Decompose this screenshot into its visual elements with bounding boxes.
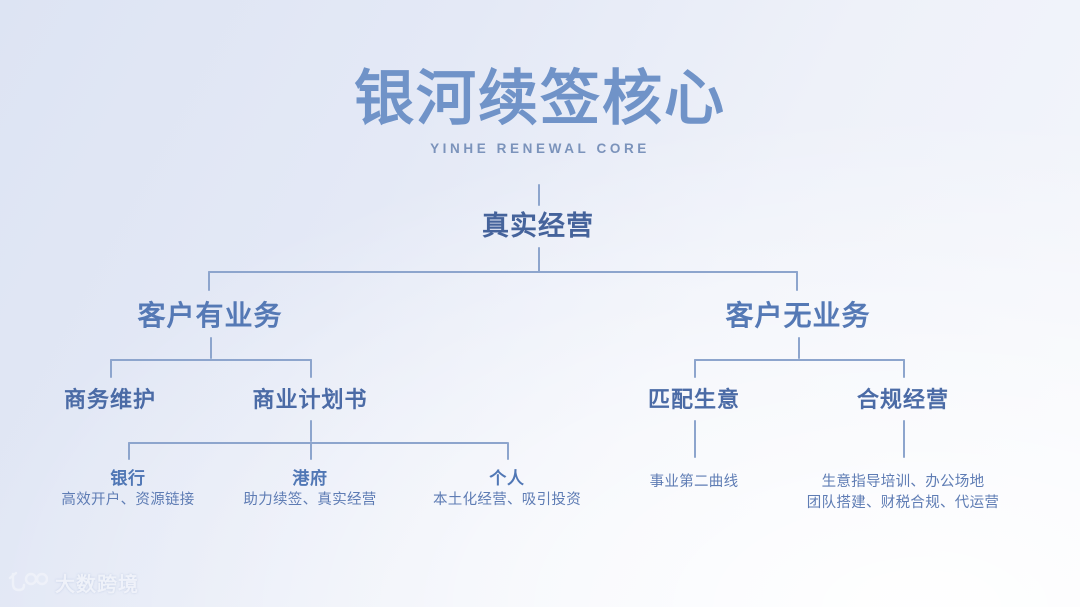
leaf-second-curve[interactable]: 事业第二曲线 [650,472,739,493]
leaf-government-desc: 助力续签、真实经营 [243,492,377,508]
page-title: 银河续签核心 [354,65,726,132]
connector-root-down [538,247,540,272]
leaf-compliance-services[interactable]: 生意指导培训、办公场地 团队搭建、财税合规、代运营 [807,472,999,514]
connector-match-down [694,420,696,458]
connector-leaf-bank-drop [128,442,130,460]
node-match-business-label: 匹配生意 [647,387,741,412]
connector-left-branch-bar [110,359,312,361]
node-business-plan[interactable]: 商业计划书 [252,386,367,413]
connector-left-child2-drop [310,359,312,378]
connector-right-branch-down [798,337,800,359]
node-compliant-operation[interactable]: 合规经营 [857,386,949,413]
watermark: 大数跨境 [8,570,139,599]
leaf-individual-title: 个人 [489,469,525,488]
node-match-business[interactable]: 匹配生意 [648,386,740,413]
leaf-government-title: 港府 [292,469,328,488]
connector-title-to-root [538,184,540,206]
connector-right-branch-bar [694,359,905,361]
leaf-individual-desc: 本土化经营、吸引投资 [433,492,581,508]
node-root-label: 真实经营 [482,211,594,241]
connector-leaf-bar [128,442,508,444]
connector-bizplan-down [310,420,312,442]
leaf-compliance-services-desc-line1: 生意指导培训、办公场地 [821,474,985,490]
leaf-individual[interactable]: 个人 本土化经营、吸引投资 [433,468,581,511]
logo-100-icon [8,570,49,599]
node-business-maintenance-label: 商务维护 [63,387,157,412]
node-branch-no-business[interactable]: 客户无业务 [725,299,870,333]
leaf-bank-title: 银行 [110,469,146,488]
node-branch-no-business-label: 客户无业务 [725,300,871,331]
connector-level1-right-drop [796,271,798,291]
connector-level1-bar [208,271,798,273]
page-subtitle: YINHE RENEWAL CORE [430,141,650,156]
connector-left-child1-drop [110,359,112,378]
leaf-second-curve-desc: 事业第二曲线 [649,474,739,490]
node-root[interactable]: 真实经营 [482,210,594,242]
node-business-maintenance[interactable]: 商务维护 [64,386,156,413]
node-branch-has-business[interactable]: 客户有业务 [137,299,282,333]
connector-right-child2-drop [903,359,905,378]
leaf-bank-desc: 高效开户、资源链接 [61,492,195,508]
connector-right-child1-drop [694,359,696,378]
connector-left-branch-down [210,337,212,359]
connector-leaf-person-drop [507,442,509,460]
connector-leaf-gov-drop [310,442,312,460]
connector-compliance-down [903,420,905,458]
connector-level1-left-drop [208,271,210,291]
watermark-brand: 大数跨境 [55,573,139,596]
diagram-header: 银河续签核心 YINHE RENEWAL CORE [0,66,1080,157]
leaf-government[interactable]: 港府 助力续签、真实经营 [243,468,376,511]
leaf-bank[interactable]: 银行 高效开户、资源链接 [61,468,194,511]
node-business-plan-label: 商业计划书 [252,387,368,412]
node-branch-has-business-label: 客户有业务 [137,300,283,331]
node-compliant-operation-label: 合规经营 [856,387,950,412]
leaf-compliance-services-desc-line2: 团队搭建、财税合规、代运营 [806,495,1000,511]
